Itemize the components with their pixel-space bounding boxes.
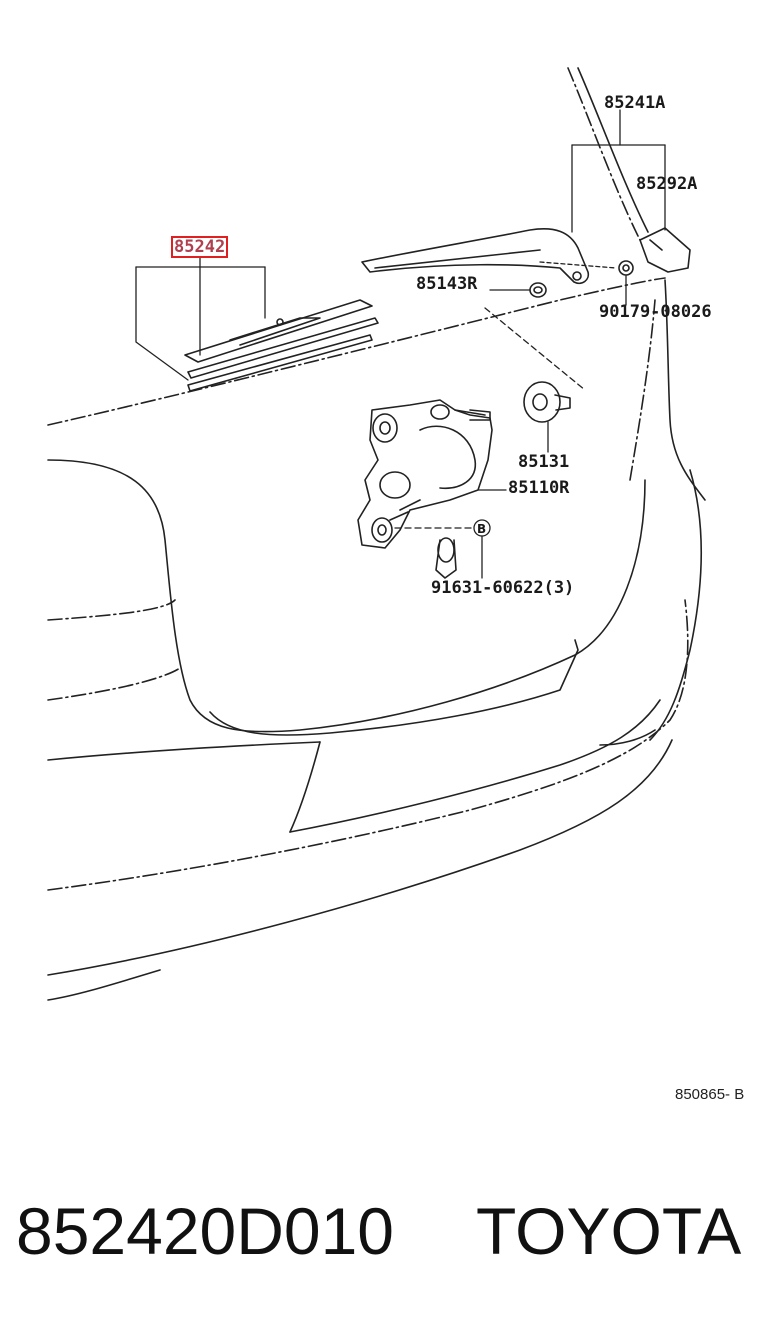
label-85292A[interactable]: 85292A (636, 174, 698, 194)
label-90179-08026[interactable]: 90179-08026 (599, 302, 712, 322)
wiper-motor (357, 399, 493, 549)
brand-name: TOYOTA (476, 1194, 742, 1268)
wiper-blade (184, 299, 379, 392)
label-85131[interactable]: 85131 (518, 452, 570, 472)
label-91631-60622[interactable]: 91631-60622(3) (431, 578, 575, 598)
car-body-outline (47, 67, 706, 1001)
label-85143R[interactable]: 85143R (416, 274, 478, 294)
leader-lines (135, 109, 666, 579)
label-85241A[interactable]: 85241A (604, 93, 666, 113)
cap-90179 (618, 260, 634, 276)
grommet-85131 (523, 381, 571, 423)
nut-85143R (529, 282, 547, 298)
label-B: B (477, 522, 487, 536)
part-number: 852420D010 (16, 1194, 395, 1268)
label-85242-highlighted[interactable]: 85242 (171, 236, 229, 258)
label-85110R[interactable]: 85110R (508, 478, 570, 498)
wiper-arm (361, 227, 691, 285)
bolt-91631 (435, 537, 457, 579)
diagram-reference: 850865- B (675, 1086, 745, 1103)
